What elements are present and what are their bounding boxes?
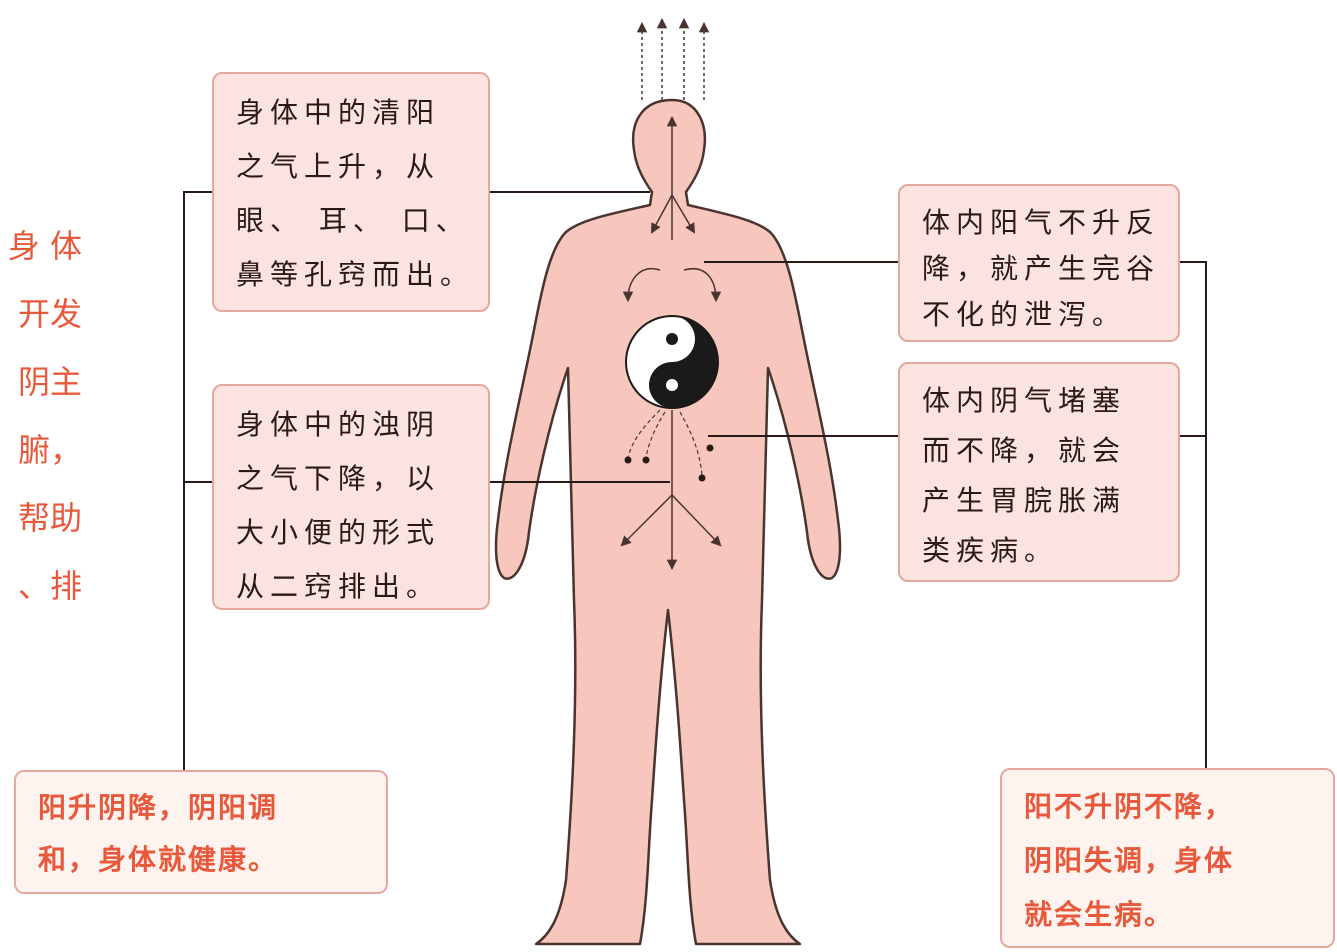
right-connector-lines	[704, 261, 1207, 770]
descent-dot	[698, 474, 706, 482]
balance-health-box: 阳升阴降，阴阳调 和，身体就健康。	[14, 770, 388, 894]
cropped-text-line: 开发	[17, 295, 82, 333]
imbalance-illness-box: 阳不升阴不降， 阴阳失调，身体 就会生病。	[1000, 768, 1335, 948]
left-connector-lines	[183, 191, 670, 770]
cropped-text-line: 帮助	[17, 499, 82, 537]
turbid-yin-descent-lines	[627, 409, 703, 477]
descent-dot	[706, 444, 714, 452]
yang-fails-to-rise-box: 体内阳气不升反 降，就产生完谷 不化的泄泻。	[898, 184, 1180, 342]
cropped-text-line: 身 体	[7, 227, 82, 265]
turbid-yin-descends-box: 身体中的浊阴 之气下降，以 大小便的形式 从二窍排出。	[212, 384, 490, 610]
descent-dot	[642, 456, 650, 464]
cropped-text-line: 阴主	[17, 363, 82, 401]
cropped-text-line: 、排	[17, 567, 82, 605]
human-body-figure	[494, 98, 842, 946]
yin-yang-icon	[625, 315, 719, 409]
cropped-text-line: 腑，	[17, 431, 82, 469]
rising-qi-arrows	[636, 17, 710, 100]
cropped-left-text: 身 体 开发 阴主 腑， 帮助 、排	[0, 212, 82, 620]
yin-fails-to-descend-box: 体内阴气堵塞 而不降，就会 产生胃脘胀满 类疾病。	[898, 362, 1180, 582]
clear-yang-rises-box: 身体中的清阳 之气上升，从 眼、 耳、 口、 鼻等孔窍而出。	[212, 72, 490, 312]
central-qi-channel	[620, 115, 722, 571]
descent-dot	[624, 456, 632, 464]
